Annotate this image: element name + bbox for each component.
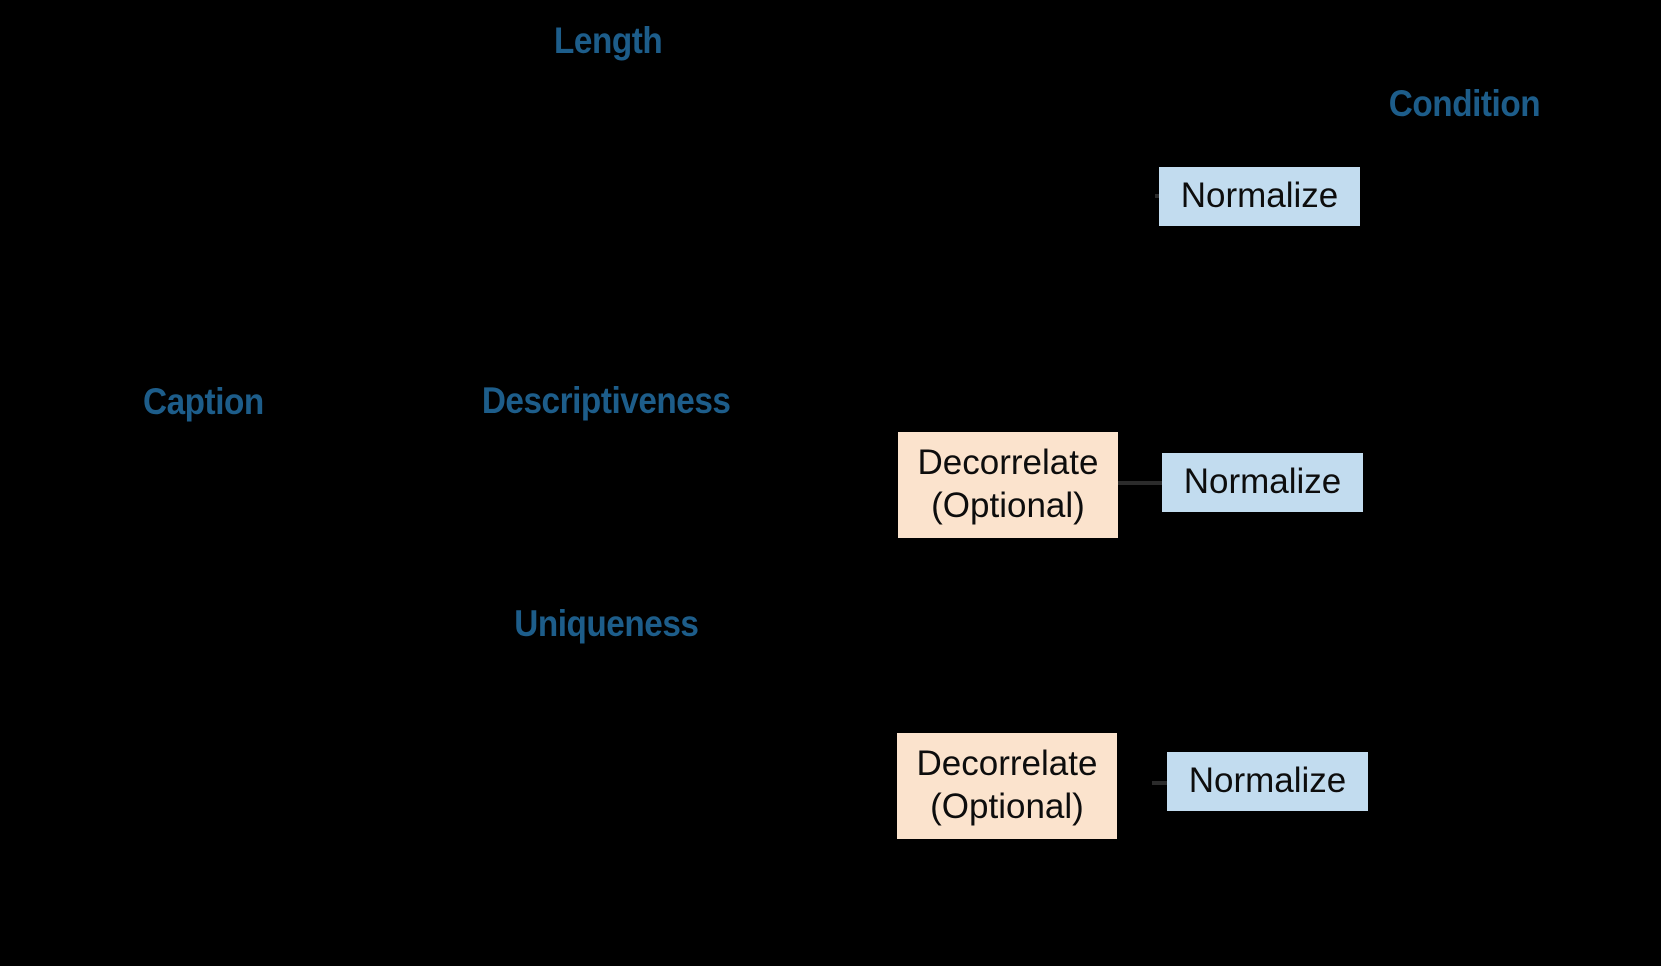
- node-decorrelate-descriptiveness[interactable]: Decorrelate (Optional): [898, 432, 1118, 538]
- node-decorrelate-uniqueness[interactable]: Decorrelate (Optional): [897, 733, 1117, 839]
- category-label-caption: Caption: [143, 381, 264, 422]
- category-label-uniqueness: Uniqueness: [514, 603, 699, 644]
- node-normalize-descriptiveness[interactable]: Normalize: [1162, 453, 1363, 512]
- edge-decorrelate-to-normalize-descriptiveness: [1112, 481, 1164, 485]
- category-label-descriptiveness: Descriptiveness: [481, 380, 731, 421]
- category-label-condition: Condition: [1388, 83, 1541, 124]
- node-normalize-uniqueness[interactable]: Normalize: [1167, 752, 1368, 811]
- edge-decorrelate-to-normalize-uniqueness: [1152, 781, 1170, 785]
- node-normalize-length[interactable]: Normalize: [1159, 167, 1360, 226]
- category-label-length: Length: [554, 20, 663, 61]
